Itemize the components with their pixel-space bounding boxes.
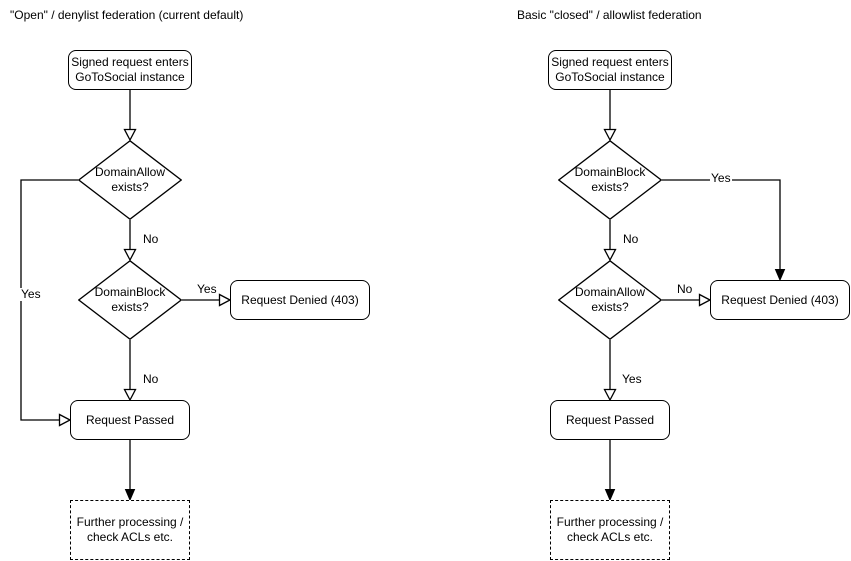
- left-flowchart-title: "Open" / denylist federation (current de…: [10, 8, 244, 22]
- right-decision1-no-edge-label: No: [622, 232, 640, 246]
- diamond-shape: [78, 140, 182, 220]
- right-decision2-no-edge-label: No: [676, 282, 694, 296]
- left-further-processing-label: Further processing / check ACLs etc.: [76, 515, 184, 544]
- left-decision2-no-edge-label: No: [142, 372, 160, 386]
- right-decision1-label: DomainBlock exists?: [574, 165, 646, 194]
- left-denied-node: Request Denied (403): [230, 280, 370, 320]
- right-decision1-yes-edge-label: Yes: [710, 171, 732, 185]
- left-decision1-node: DomainAllow exists?: [78, 140, 182, 220]
- diamond-shape: [78, 260, 182, 340]
- left-decision2-node: DomainBlock exists?: [78, 260, 182, 340]
- right-denied-node: Request Denied (403): [710, 280, 850, 320]
- right-start-node: Signed request enters GoToSocial instanc…: [548, 50, 672, 90]
- left-passed-node: Request Passed: [70, 400, 190, 440]
- left-further-processing-node: Further processing / check ACLs etc.: [70, 500, 190, 560]
- right-flowchart-title: Basic "closed" / allowlist federation: [517, 8, 702, 22]
- right-decision2-label: DomainAllow exists?: [574, 285, 646, 314]
- right-decision2-node: DomainAllow exists?: [558, 260, 662, 340]
- right-passed-label: Request Passed: [565, 412, 655, 427]
- left-decision1-yes-edge-label: Yes: [20, 287, 42, 301]
- right-further-processing-label: Further processing / check ACLs etc.: [556, 515, 664, 544]
- diamond-shape: [558, 140, 662, 220]
- left-start-label: Signed request enters GoToSocial instanc…: [71, 55, 189, 84]
- right-passed-node: Request Passed: [550, 400, 670, 440]
- left-decision2-yes-edge-label: Yes: [196, 282, 218, 296]
- left-start-node: Signed request enters GoToSocial instanc…: [68, 50, 192, 90]
- right-further-processing-node: Further processing / check ACLs etc.: [550, 500, 670, 560]
- left-denied-label: Request Denied (403): [241, 292, 359, 307]
- left-passed-label: Request Passed: [85, 412, 175, 427]
- left-decision1-no-edge-label: No: [142, 232, 160, 246]
- right-decision1-node: DomainBlock exists?: [558, 140, 662, 220]
- right-decision2-yes-edge-label: Yes: [621, 372, 643, 386]
- left-decision2-label: DomainBlock exists?: [94, 285, 166, 314]
- right-start-label: Signed request enters GoToSocial instanc…: [551, 55, 669, 84]
- right-denied-label: Request Denied (403): [721, 292, 839, 307]
- left-decision1-label: DomainAllow exists?: [94, 165, 166, 194]
- diamond-shape: [558, 260, 662, 340]
